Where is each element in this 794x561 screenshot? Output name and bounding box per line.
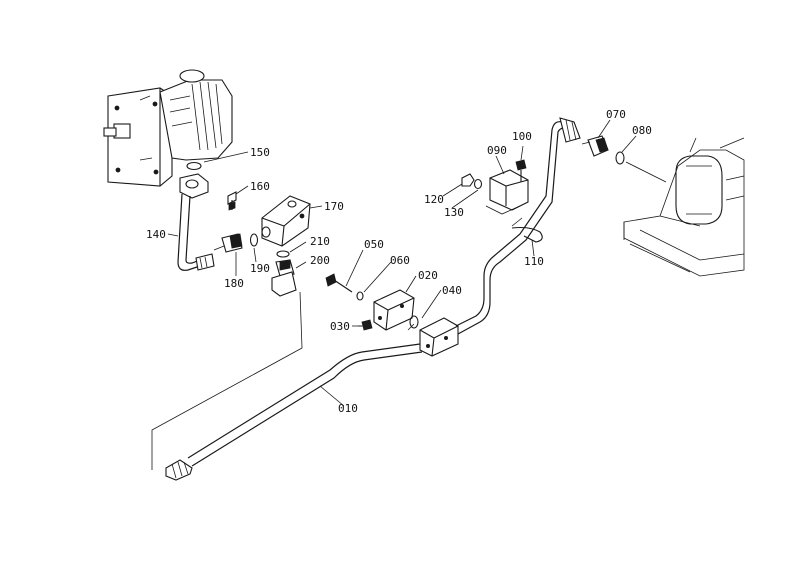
callout-060: 060 (390, 254, 410, 267)
pipe-flange (179, 173, 209, 199)
part-070-fitting (581, 135, 609, 157)
part-090-bracket (485, 169, 529, 215)
part-120-nut (461, 173, 475, 187)
part-110-clamp (511, 217, 543, 243)
part-210-o-ring (276, 250, 290, 258)
callout-030: 030 (330, 320, 350, 333)
hydraulic-pump (103, 69, 233, 187)
part-140-pipe (177, 193, 215, 271)
callout-010: 010 (338, 402, 358, 415)
callout-040: 040 (442, 284, 462, 297)
callout-080: 080 (632, 124, 652, 137)
part-030-bolt (358, 319, 373, 331)
callout-labels: 150 160 170 140 210 190 200 180 050 060 … (146, 108, 652, 415)
callout-100: 100 (512, 130, 532, 143)
part-100-bolt (515, 159, 527, 182)
callout-150: 150 (250, 146, 270, 159)
part-010-pipe (165, 343, 423, 481)
part-020-flange (373, 289, 415, 331)
return-pipe (455, 117, 581, 335)
part-170-valve-block (261, 195, 311, 247)
part-080-o-ring (615, 151, 625, 165)
part-160-bolt (227, 191, 237, 211)
part-200-elbow (271, 259, 297, 297)
callout-170: 170 (324, 200, 344, 213)
part-050-bolt (325, 273, 353, 293)
callout-190: 190 (250, 262, 270, 275)
callout-210: 210 (310, 235, 330, 248)
callout-180: 180 (224, 277, 244, 290)
callout-090: 090 (487, 144, 507, 157)
part-190-o-ring (249, 233, 259, 247)
callout-050: 050 (364, 238, 384, 251)
part-130-washer (473, 178, 483, 190)
callout-070: 070 (606, 108, 626, 121)
callout-160: 160 (250, 180, 270, 193)
part-040-o-ring (407, 315, 419, 331)
pipe-block (419, 317, 459, 357)
callout-120: 120 (424, 193, 444, 206)
callout-140: 140 (146, 228, 166, 241)
callout-130: 130 (444, 206, 464, 219)
callout-110: 110 (524, 255, 544, 268)
part-150-o-ring (186, 161, 202, 171)
callout-200: 200 (310, 254, 330, 267)
leader-lines (167, 119, 667, 407)
callout-020: 020 (418, 269, 438, 282)
leader-200 (151, 291, 303, 470)
part-180-fitting (213, 233, 243, 253)
part-060-washer (356, 291, 364, 301)
transmission-housing (623, 137, 745, 277)
